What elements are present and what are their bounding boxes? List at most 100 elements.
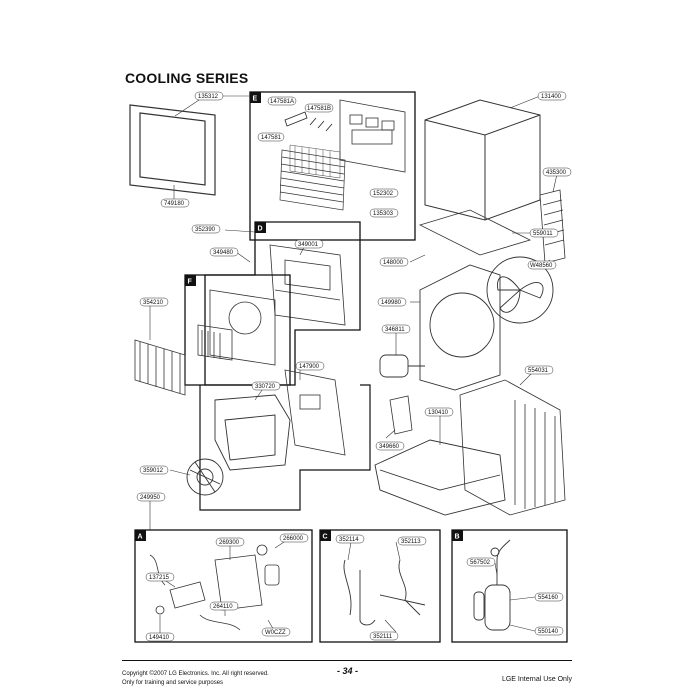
part-label: W48560 (527, 260, 557, 270)
frame-a-label: A (138, 534, 143, 541)
svg-text:131400: 131400 (541, 94, 562, 100)
frame-c: C (319, 529, 441, 643)
frame-d-label: D (258, 226, 263, 233)
svg-text:147581A: 147581A (270, 99, 294, 105)
part-label: 147581A (267, 96, 297, 106)
svg-text:550140: 550140 (538, 629, 559, 635)
svg-text:W48560: W48560 (530, 263, 553, 269)
part-label: 137215 (145, 572, 175, 582)
frame-c-label: C (323, 534, 328, 541)
svg-text:349480: 349480 (213, 250, 234, 256)
svg-text:249950: 249950 (140, 495, 161, 501)
front-grille-icon (279, 149, 346, 211)
svg-text:567502: 567502 (470, 560, 491, 566)
svg-text:330720: 330720 (255, 384, 276, 390)
svg-text:349001: 349001 (298, 242, 319, 248)
part-label: 352390 (191, 224, 221, 234)
page-title: COOLING SERIES (125, 70, 249, 86)
part-label: 135303 (369, 208, 399, 218)
blower-wheel-icon (186, 458, 224, 496)
svg-text:349660: 349660 (379, 444, 400, 450)
svg-text:147900: 147900 (299, 364, 320, 370)
front-frame-icon (129, 104, 216, 196)
svg-text:435300: 435300 (546, 170, 567, 176)
svg-text:354210: 354210 (143, 300, 164, 306)
refrigerant-pipes-icon (343, 559, 426, 626)
part-label: 152302 (369, 188, 399, 198)
part-label: 435300 (542, 167, 572, 177)
svg-text:346811: 346811 (385, 327, 405, 333)
svg-text:147581: 147581 (261, 135, 282, 141)
svg-text:147581B: 147581B (307, 106, 331, 112)
part-label: W0CZZ (261, 627, 291, 637)
electrical-box-icon (284, 369, 346, 456)
part-label: 147900 (295, 361, 325, 371)
footer-divider (122, 660, 572, 661)
part-label: 349480 (209, 247, 239, 257)
svg-text:137215: 137215 (149, 575, 170, 581)
copyright-line-2: Only for training and service purposes (122, 680, 224, 686)
part-labels: 135312 147581A 147581B 147581 152302 135… (136, 91, 572, 642)
frame-f: F (184, 274, 291, 386)
copyright-notice: Copyright ©2007 LG Electronics. Inc. All… (122, 670, 269, 688)
svg-text:152302: 152302 (373, 191, 394, 197)
svg-text:352114: 352114 (339, 537, 359, 543)
part-label: 554031 (524, 365, 554, 375)
svg-text:352390: 352390 (195, 227, 216, 233)
part-label: 359012 (139, 465, 169, 475)
cabinet-icon (424, 99, 541, 221)
assembly-outline (199, 384, 371, 511)
svg-text:554160: 554160 (538, 595, 559, 601)
svg-text:149980: 149980 (381, 300, 402, 306)
svg-text:352113: 352113 (401, 539, 421, 545)
svg-text:266000: 266000 (283, 536, 304, 542)
condenser-icon (459, 379, 566, 516)
part-label: 349660 (375, 441, 405, 451)
part-label: 550140 (534, 626, 564, 636)
frame-d: D (204, 221, 361, 386)
compressor-icon (473, 539, 511, 631)
part-label: 266000 (279, 533, 309, 543)
svg-text:149410: 149410 (149, 635, 170, 641)
part-label: 148000 (379, 257, 409, 267)
part-label: 269300 (215, 537, 245, 547)
part-label: 147581B (304, 103, 334, 113)
part-label: 567502 (466, 557, 496, 567)
side-louver-icon (539, 189, 566, 264)
frame-f-label: F (188, 279, 193, 286)
part-label: 554160 (534, 592, 564, 602)
leader-lines (149, 95, 558, 635)
part-label: 559011 (529, 228, 559, 238)
svg-text:148000: 148000 (383, 260, 404, 266)
svg-text:749180: 749180 (164, 201, 185, 207)
barrier-icon (419, 264, 501, 391)
part-label: 149980 (377, 297, 407, 307)
orifice-plate-icon (197, 289, 276, 366)
part-label: 346811 (381, 324, 411, 334)
scroll-icon (214, 394, 291, 471)
part-label: 130410 (424, 407, 454, 417)
part-label: 749180 (160, 198, 190, 208)
evaporator-icon (134, 339, 186, 396)
part-label: 349001 (294, 239, 324, 249)
motor-mount-icon (389, 395, 413, 435)
shroud-top-icon (418, 209, 532, 256)
filter-mesh-icon (289, 144, 341, 179)
svg-text:135303: 135303 (373, 211, 394, 217)
page-number: - 34 - (337, 666, 359, 676)
frame-b-label: B (455, 534, 460, 541)
frame-e-label: E (253, 96, 258, 103)
svg-text:W0CZZ: W0CZZ (265, 630, 286, 636)
frame-e: E (249, 91, 416, 241)
part-label: 149410 (145, 632, 175, 642)
internal-use-notice: LGE Internal Use Only (501, 676, 572, 683)
svg-text:352111: 352111 (373, 634, 393, 640)
part-label: 352114 (335, 534, 365, 544)
svg-text:359012: 359012 (143, 468, 164, 474)
motor-icon (379, 354, 425, 378)
part-label: 264110 (209, 601, 239, 611)
svg-text:130410: 130410 (428, 410, 449, 416)
frame-b: B (451, 529, 568, 643)
part-label: 131400 (537, 91, 567, 101)
